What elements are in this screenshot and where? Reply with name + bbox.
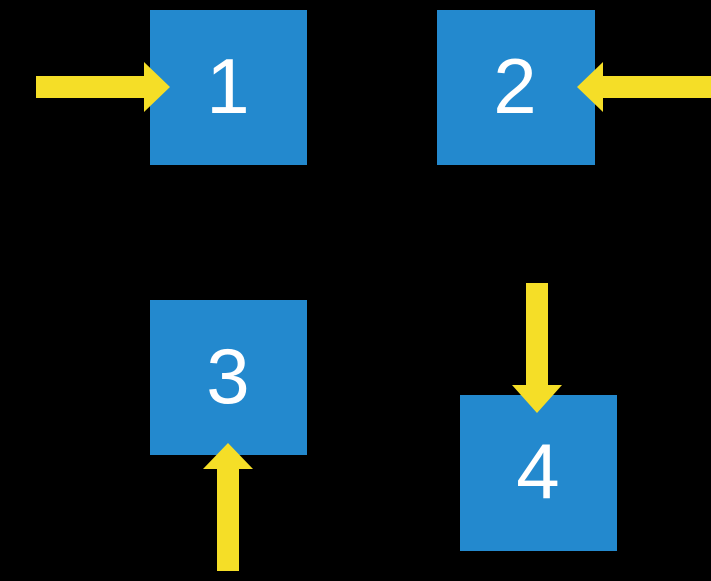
node-label-1: 1 bbox=[206, 42, 250, 130]
node-box-4[interactable] bbox=[460, 395, 617, 551]
arrow-up-into-node-3 bbox=[203, 443, 253, 571]
node-label-2: 2 bbox=[493, 42, 537, 130]
node-box-3[interactable] bbox=[150, 300, 307, 455]
arrow-left-into-node-2 bbox=[577, 62, 711, 112]
arrow-right-into-node-1 bbox=[36, 62, 170, 112]
node-box-2[interactable] bbox=[437, 10, 595, 165]
node-label-4: 4 bbox=[516, 427, 560, 515]
node-label-3: 3 bbox=[206, 332, 250, 420]
arrow-down-into-node-4 bbox=[512, 283, 562, 413]
node-box-1[interactable] bbox=[150, 10, 307, 165]
